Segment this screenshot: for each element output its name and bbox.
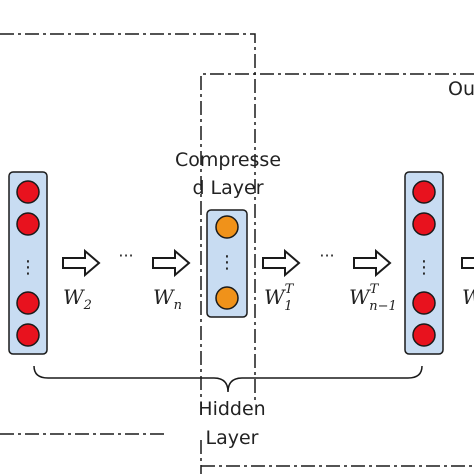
arrow-right-icon	[152, 250, 190, 276]
compressed-layer-label: d Layer	[192, 177, 263, 199]
weight-label-partial: W	[462, 285, 474, 309]
neuron-node	[412, 212, 436, 236]
neuron-node	[215, 215, 239, 239]
hidden-layer-label: Layer	[206, 427, 259, 449]
horizontal-ellipsis: ···	[118, 246, 133, 265]
compressed-layer-label: Compresse	[175, 149, 281, 171]
hidden-layer-label: Hidden	[198, 398, 265, 420]
encoder-region-border	[0, 33, 256, 400]
neuron-node	[412, 291, 436, 315]
hidden-layer-brace	[33, 365, 423, 393]
weight-label-w2: W2	[63, 285, 92, 313]
vertical-ellipsis: ⋮	[218, 252, 236, 273]
arrow-right-icon	[353, 250, 391, 276]
vertical-ellipsis: ⋮	[19, 257, 37, 278]
output-layer-label: Ou	[448, 78, 474, 100]
arrow-right-icon	[262, 250, 300, 276]
neuron-node	[16, 323, 40, 347]
neuron-node	[412, 180, 436, 204]
weight-label-wn: Wn	[153, 285, 182, 313]
neuron-node	[16, 212, 40, 236]
decoder-region-bottom-border	[200, 440, 474, 474]
neuron-node	[412, 323, 436, 347]
neuron-node	[16, 180, 40, 204]
arrow-right-icon	[62, 250, 100, 276]
vertical-ellipsis: ⋮	[415, 257, 433, 278]
arrow-right-icon	[461, 257, 474, 269]
neuron-node	[16, 291, 40, 315]
compressed-layer-column: ⋮	[206, 209, 248, 318]
neuron-node	[215, 286, 239, 310]
horizontal-ellipsis: ···	[319, 246, 334, 265]
layer-column-left: ⋮	[8, 171, 48, 355]
layer-column-right: ⋮	[404, 171, 444, 355]
